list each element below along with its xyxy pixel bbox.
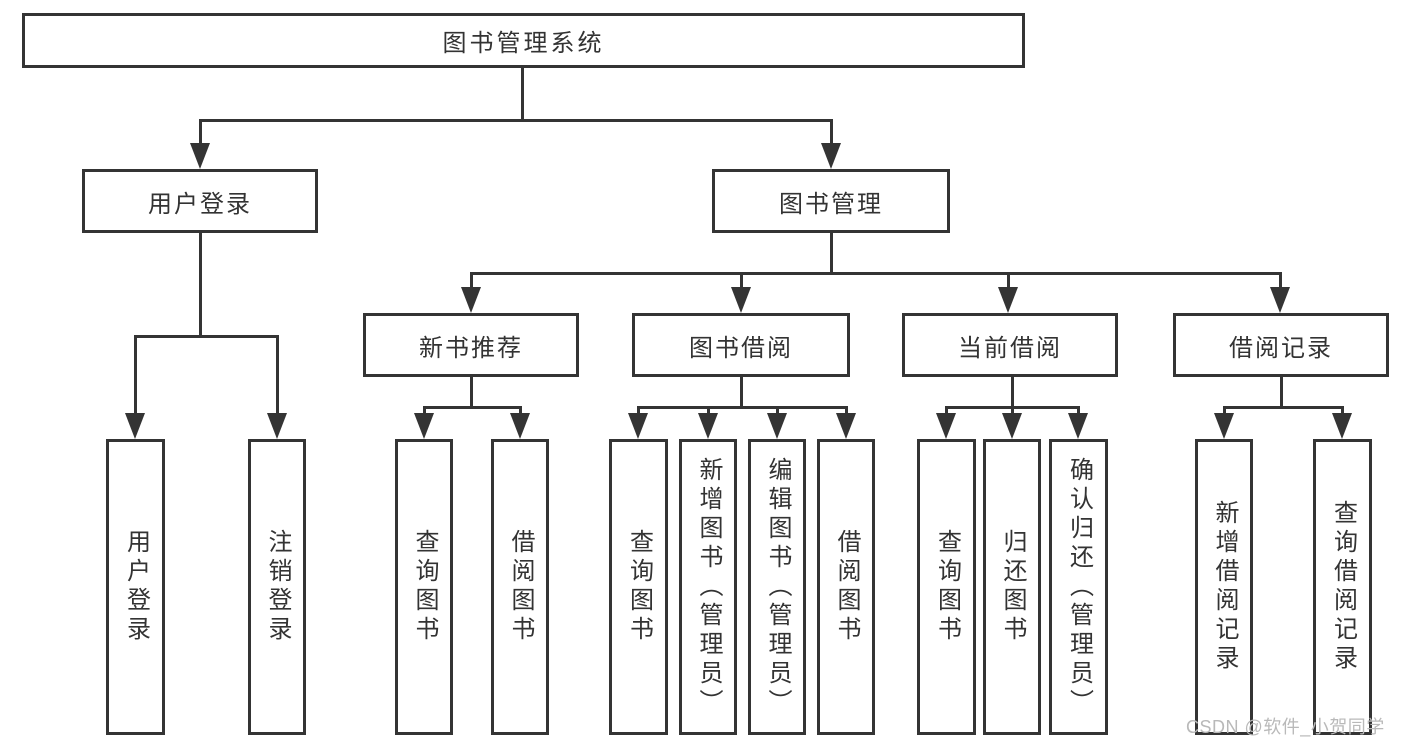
connector-root-stem: [520, 68, 524, 121]
connector-arrow-stem: [1222, 407, 1226, 416]
arrow-down-icon: [628, 413, 648, 439]
arrow-down-icon: [821, 143, 841, 169]
node-root-label: 图书管理系统: [442, 30, 605, 57]
arrow-down-icon: [1002, 413, 1022, 439]
leaf-logout: 注销登录: [248, 439, 306, 735]
leaf-add-borrow-record-label: 新增借阅记录: [1211, 500, 1238, 674]
arrow-down-icon: [731, 287, 751, 313]
connector-user-login-stem: [198, 233, 202, 338]
leaf-add-books-admin: 新增图书（管理员）: [679, 439, 737, 735]
leaf-user-login: 用户登录: [106, 439, 165, 735]
leaf-logout-label: 注销登录: [264, 529, 291, 645]
node-book-management: 图书管理: [712, 169, 950, 233]
leaf-add-books-admin-label: 新增图书（管理员）: [695, 456, 722, 718]
leaf-return-books-label: 归还图书: [999, 529, 1026, 645]
connector-borrow-record-stem: [1279, 377, 1283, 409]
node-new-book-recommend: 新书推荐: [363, 313, 579, 377]
connector-arrow-stem: [275, 336, 279, 415]
arrow-down-icon: [461, 287, 481, 313]
leaf-query-books-recommend: 查询图书: [395, 439, 453, 735]
node-new-book-recommend-label: 新书推荐: [419, 334, 523, 362]
node-borrow-records-label: 借阅记录: [1229, 334, 1333, 362]
leaf-query-books-current: 查询图书: [917, 439, 976, 735]
leaf-return-books: 归还图书: [983, 439, 1041, 735]
arrow-down-icon: [267, 413, 287, 439]
connector-arrow-stem: [829, 120, 833, 147]
connector-arrow-stem: [518, 407, 522, 416]
leaf-query-books-recommend-label: 查询图书: [411, 529, 438, 645]
connector-book-mgmt-stem: [829, 233, 833, 275]
csdn-watermark: CSDN @软件_小贺同学: [1186, 717, 1385, 737]
connector-current-borrow-stem: [1010, 377, 1014, 409]
leaf-borrow-books-recommend-label: 借阅图书: [507, 529, 534, 645]
arrow-down-icon: [510, 413, 530, 439]
connector-book-borrow-stem: [739, 377, 743, 409]
arrow-down-icon: [1332, 413, 1352, 439]
connector-arrow-stem: [775, 407, 779, 416]
connector-book-mgmt-hbar: [469, 271, 1282, 275]
node-borrow-records: 借阅记录: [1173, 313, 1389, 377]
connector-borrow-record-hbar: [1222, 405, 1344, 409]
arrow-down-icon: [1270, 287, 1290, 313]
arrow-down-icon: [125, 413, 145, 439]
arrow-down-icon: [767, 413, 787, 439]
connector-arrow-stem: [706, 407, 710, 416]
connector-arrow-stem: [198, 120, 202, 147]
node-book-borrow-label: 图书借阅: [689, 334, 793, 362]
leaf-confirm-return-admin-label: 确认归还（管理员）: [1065, 456, 1093, 718]
connector-user-login-hbar: [133, 334, 279, 338]
leaf-borrow-books-recommend: 借阅图书: [491, 439, 549, 735]
connector-arrow-stem: [739, 273, 743, 289]
connector-arrow-stem: [133, 336, 137, 415]
arrow-down-icon: [836, 413, 856, 439]
arrow-down-icon: [1068, 413, 1088, 439]
node-user-login: 用户登录: [82, 169, 318, 233]
connector-arrow-stem: [944, 407, 948, 416]
leaf-user-login-label: 用户登录: [122, 529, 150, 645]
leaf-borrow-books: 借阅图书: [817, 439, 875, 735]
leaf-edit-books-admin: 编辑图书（管理员）: [748, 439, 806, 735]
node-current-borrow-label: 当前借阅: [958, 334, 1062, 362]
leaf-query-borrow-record-label: 查询借阅记录: [1329, 500, 1357, 674]
arrow-down-icon: [936, 413, 956, 439]
arrow-down-icon: [998, 287, 1018, 313]
connector-new-book-stem: [469, 377, 473, 409]
leaf-borrow-books-label: 借阅图书: [833, 529, 860, 645]
connector-arrow-stem: [422, 407, 426, 416]
connector-book-borrow-hbar: [636, 405, 848, 409]
node-book-management-label: 图书管理: [779, 190, 883, 218]
node-book-borrow: 图书借阅: [632, 313, 850, 377]
connector-root-hbar: [198, 118, 833, 122]
leaf-query-books-borrow: 查询图书: [609, 439, 668, 735]
leaf-add-borrow-record: 新增借阅记录: [1195, 439, 1253, 735]
connector-arrow-stem: [1076, 407, 1080, 416]
connector-arrow-stem: [1278, 273, 1282, 289]
leaf-query-borrow-record: 查询借阅记录: [1313, 439, 1372, 735]
connector-new-book-hbar: [422, 405, 522, 409]
node-root: 图书管理系统: [22, 13, 1025, 68]
leaf-query-books-current-label: 查询图书: [933, 529, 961, 645]
connector-arrow-stem: [844, 407, 848, 416]
connector-arrow-stem: [1006, 273, 1010, 289]
arrow-down-icon: [190, 143, 210, 169]
arrow-down-icon: [698, 413, 718, 439]
connector-arrow-stem: [1340, 407, 1344, 416]
node-current-borrow: 当前借阅: [902, 313, 1118, 377]
leaf-query-books-borrow-label: 查询图书: [625, 529, 653, 645]
node-user-login-label: 用户登录: [148, 190, 252, 218]
connector-arrow-stem: [469, 273, 473, 289]
arrow-down-icon: [414, 413, 434, 439]
leaf-edit-books-admin-label: 编辑图书（管理员）: [764, 456, 791, 718]
arrow-down-icon: [1214, 413, 1234, 439]
connector-arrow-stem: [1010, 407, 1014, 416]
connector-arrow-stem: [636, 407, 640, 416]
leaf-confirm-return-admin: 确认归还（管理员）: [1049, 439, 1108, 735]
